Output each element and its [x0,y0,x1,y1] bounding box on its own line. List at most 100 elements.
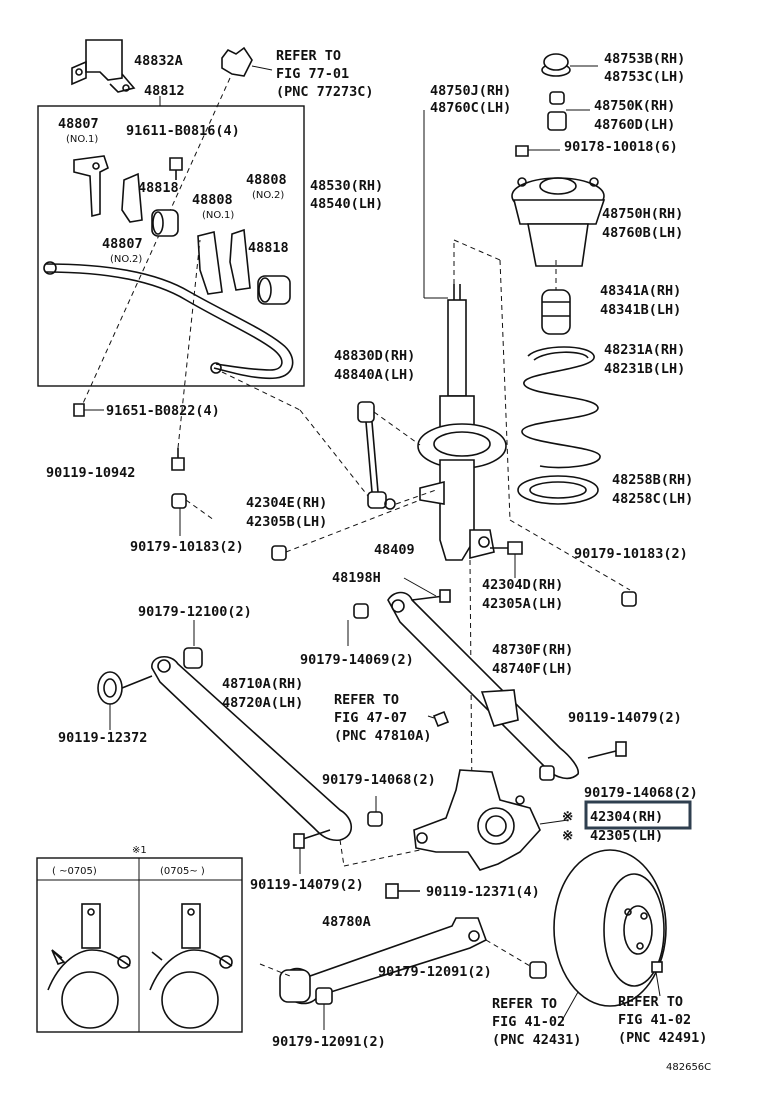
label-48740F[interactable]: 48740F(LH) [492,661,573,677]
inset-knuckle-early [47,903,131,1029]
label-refer41b-line3[interactable]: (PNC 42491) [618,1030,707,1046]
label-42305A[interactable]: 42305A(LH) [482,596,563,612]
bolt-90119-14079-right [587,741,627,759]
label-refer41b-line2[interactable]: FIG 41-02 [618,1012,691,1028]
label-refer41a-line1: REFER TO [492,996,557,1012]
cam-bolt-90119-12372 [97,671,153,705]
label-48818-lower[interactable]: 48818 [248,240,289,256]
label-90119-14079-right[interactable]: 90119-14079(2) [568,710,682,726]
upper-cap-48753B [541,53,571,77]
label-90179-14069[interactable]: 90179-14069(2) [300,652,414,668]
bolt-90119-14079-left [293,829,331,849]
label-48540[interactable]: 48540(LH) [310,196,383,212]
dash-line [79,77,231,411]
label-48830D[interactable]: 48830D(RH) [334,348,415,364]
label-refer77-line2[interactable]: FIG 77-01 [276,66,349,82]
label-42304E[interactable]: 42304E(RH) [246,495,327,511]
label-48258B[interactable]: 48258B(RH) [612,472,693,488]
label-90179-12100[interactable]: 90179-12100(2) [138,604,252,620]
coil-spring-48231A [521,346,601,469]
label-refer47-line1: REFER TO [334,692,399,708]
label-48760D[interactable]: 48760D(LH) [594,117,675,133]
label-90119-10942[interactable]: 90119-10942 [46,465,135,481]
inset-knuckle-late [149,903,233,1029]
trailing-arm-48780A [279,917,487,1005]
label-48808-no2[interactable]: 48808 [246,172,287,188]
bushing-48818-upper [151,209,179,237]
label-91651[interactable]: 91651-B0822(4) [106,403,220,419]
label-48198H[interactable]: 48198H [332,570,381,586]
label-91611[interactable]: 91611-B0816(4) [126,123,240,139]
label-48730F[interactable]: 48730F(RH) [492,642,573,658]
label-48750K[interactable]: 48750K(RH) [594,98,675,114]
label-48807-no2[interactable]: 48807 [102,236,143,252]
label-48808-no2-sub: (NO.2) [252,190,284,201]
label-90179-14068-right[interactable]: 90179-14068(2) [584,785,698,801]
rear-axle-carrier-42304 [413,769,541,871]
label-48808-no1[interactable]: 48808 [192,192,233,208]
clip-refer-47 [427,710,450,728]
label-90179-12091-left[interactable]: 90179-12091(2) [272,1034,386,1050]
inset-note-mark: ※1 [132,845,147,856]
label-refer47-line3[interactable]: (PNC 47810A) [334,728,432,744]
label-48231B[interactable]: 48231B(LH) [604,361,685,377]
label-refer41a-line3[interactable]: (PNC 42431) [492,1032,581,1048]
label-48530[interactable]: 48530(RH) [310,178,383,194]
clip-refer-77 [221,46,273,77]
label-90179-12091-right[interactable]: 90179-12091(2) [378,964,492,980]
label-48750H[interactable]: 48750H(RH) [602,206,683,222]
label-48753C[interactable]: 48753C(LH) [604,69,685,85]
label-48720A[interactable]: 48720A(LH) [222,695,303,711]
hub-bolt-refer-42491 [651,961,663,973]
bolt-48198H [411,589,451,603]
label-48760B[interactable]: 48760B(LH) [602,225,683,241]
label-90178[interactable]: 90178-10018(6) [564,139,678,155]
stabilizer-bar [45,263,294,380]
label-42304[interactable]: 42304(RH) [590,809,663,825]
label-48409[interactable]: 48409 [374,542,415,558]
label-90179-14068-center[interactable]: 90179-14068(2) [322,772,436,788]
nut-42304E [271,545,287,561]
label-42304D[interactable]: 42304D(RH) [482,577,563,593]
label-48231A[interactable]: 48231A(RH) [604,342,685,358]
label-48753B[interactable]: 48753B(RH) [604,51,685,67]
label-48750J[interactable]: 48750J(RH) [430,83,511,99]
highlight-frame-42304 [584,800,692,830]
label-90119-14079-left[interactable]: 90119-14079(2) [250,877,364,893]
label-90119-12371[interactable]: 90119-12371(4) [426,884,540,900]
bolt-91651-B0822 [73,403,85,417]
label-refer77-line3[interactable]: (PNC 77273C) [276,84,374,100]
bump-stop-48341A [541,289,571,335]
nut-90179-12091-right [529,961,547,979]
nut-90179-10183-left [171,493,187,509]
bracket-48807-no2 [229,228,251,291]
label-42305B[interactable]: 42305B(LH) [246,514,327,530]
label-48840A[interactable]: 48840A(LH) [334,367,415,383]
label-48818-upper[interactable]: 48818 [138,180,179,196]
label-48760C[interactable]: 48760C(LH) [430,100,511,116]
inset-label-late: (0705~ ) [160,866,205,877]
shock-absorber-48530 [417,284,507,561]
label-90119-12372[interactable]: 90119-12372 [58,730,147,746]
label-48341B[interactable]: 48341B(LH) [600,302,681,318]
label-48832A[interactable]: 48832A [134,53,183,69]
label-90179-10183-left[interactable]: 90179-10183(2) [130,539,244,555]
label-42305[interactable]: 42305(LH) [590,828,663,844]
bushing-48818-lower [257,275,291,305]
bracket-48808-no2 [121,172,143,223]
label-48258C[interactable]: 48258C(LH) [612,491,693,507]
label-refer47-line2[interactable]: FIG 47-07 [334,710,407,726]
label-refer41b-line1: REFER TO [618,994,683,1010]
spring-seat-48258B [517,475,599,505]
label-48807-no2-sub: (NO.2) [110,254,142,265]
label-90179-10183-right[interactable]: 90179-10183(2) [574,546,688,562]
label-48780A[interactable]: 48780A [322,914,371,930]
bolt-90119-10942 [171,448,185,471]
inset-label-early: ( ~0705) [52,866,97,877]
label-48341A[interactable]: 48341A(RH) [600,283,681,299]
label-48807-no1[interactable]: 48807 [58,116,99,132]
label-48710A[interactable]: 48710A(RH) [222,676,303,692]
label-48812[interactable]: 48812 [144,83,185,99]
label-refer41a-line2[interactable]: FIG 41-02 [492,1014,565,1030]
stabilizer-bracket-48832A [71,39,136,93]
